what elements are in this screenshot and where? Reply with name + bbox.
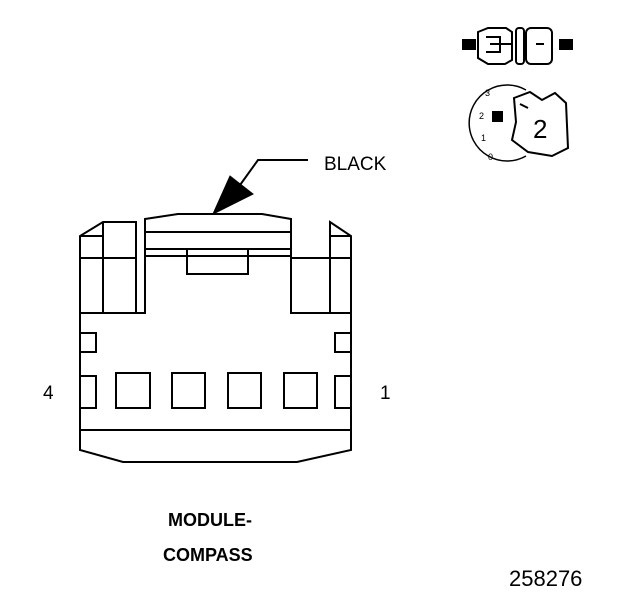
pin-number-left: 4 xyxy=(43,383,54,404)
latch-tab xyxy=(186,248,249,275)
connector-face xyxy=(79,213,352,463)
wire-color-label: BLACK xyxy=(324,154,387,175)
position-dial-icon xyxy=(468,84,570,162)
dial-position-3: 3 xyxy=(485,88,491,98)
dial-position-0: 0 xyxy=(488,152,494,162)
figure-number: 258276 xyxy=(509,566,583,591)
dial-position-2: 2 xyxy=(479,111,485,121)
dial-position-1: 1 xyxy=(481,133,487,143)
connector-title-line1: MODULE- xyxy=(168,510,252,530)
connector-side-view-icon xyxy=(462,27,573,65)
connector-title-line2: COMPASS xyxy=(163,545,253,565)
cavity-2a xyxy=(227,372,262,409)
cavity-4 xyxy=(79,375,97,409)
pin-number-right: 1 xyxy=(380,383,391,404)
connector-outline xyxy=(79,213,352,463)
cavity-3 xyxy=(115,372,151,409)
cavity-2 xyxy=(283,372,318,409)
color-leader xyxy=(211,159,308,216)
dial-lock-number: 2 xyxy=(533,114,548,144)
cavity-2b xyxy=(171,372,206,409)
cavity-1 xyxy=(334,375,352,409)
